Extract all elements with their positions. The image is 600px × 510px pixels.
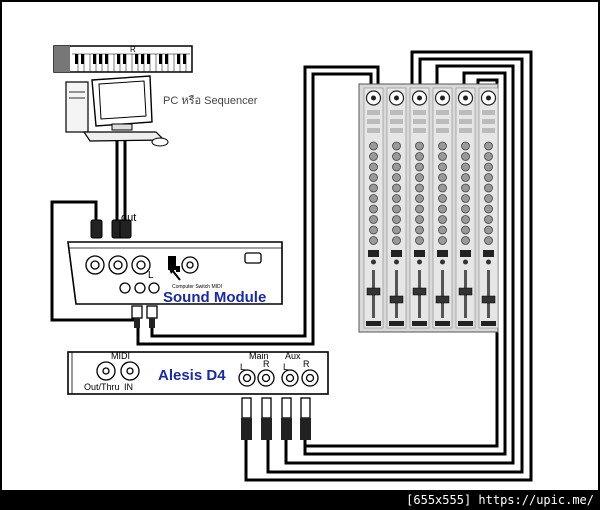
pointer-arrow [171,269,181,281]
d4-jack-plugs [241,397,311,440]
main-label: Main [249,351,269,361]
cable-mixer3-d4 [244,50,533,482]
keyboard-keys [72,53,190,72]
pc-tower [65,81,89,133]
l-jack-label: L [148,270,154,281]
pc-computer: PC หรือ Sequencer [65,75,258,147]
aux-label: Aux [285,351,301,361]
cable-mixer6-d4 [303,71,507,456]
out-label: out [121,212,136,224]
main-l-label: L [240,362,245,372]
main-r-label: R [263,359,270,369]
sound-module-title: Sound Module [163,289,266,306]
footer-bar [0,492,600,510]
cable-mixer5-d4 [284,64,515,465]
alesis-outputs [238,369,319,387]
mixer-channel-6 [478,87,499,329]
pc-mouse [151,137,169,147]
mixer-channel-4 [432,87,453,329]
cable-sm-left-to-mixer [136,72,373,346]
cables [50,50,533,482]
keyboard: R [53,45,193,73]
cable-mixer4-d4 [266,57,524,474]
footer-caption: [655x555] https://upic.me/ [406,493,594,507]
out-thru-label: Out/Thru [84,382,120,392]
sound-module-ports [85,252,262,294]
pc-keyboard [82,131,166,142]
mixer-channel-5 [455,87,476,329]
alesis-d4: MIDI Out/Thru IN Alesis D4 Main Aux L R … [67,351,329,395]
mixer-channel-strips [363,87,499,329]
frame-border [0,0,600,492]
aux-l-label: L [283,362,288,372]
aux-r-label: R [303,359,310,369]
cable-mixer7-d4 [305,78,499,448]
cable-sm-right-to-mixer [150,65,380,338]
pc-label: PC หรือ Sequencer [163,94,258,107]
mixer-channel-2 [386,87,407,329]
mixer-channel-3 [409,87,430,329]
computer-switch-label: Computer Switch MIDI [172,284,222,290]
midi-plugs [90,219,132,239]
midi-label: MIDI [111,351,130,361]
mixer-channel-1 [363,87,384,329]
alesis-title: Alesis D4 [158,367,226,384]
sound-module-plugs [131,305,158,328]
keyboard-mark: R [130,45,136,54]
sound-module: L Computer Switch MIDI Sound Module [67,241,283,306]
alesis-midi-ports [96,361,140,381]
computer-switch [168,256,180,272]
in-label: IN [124,382,133,392]
mixer [358,83,499,333]
